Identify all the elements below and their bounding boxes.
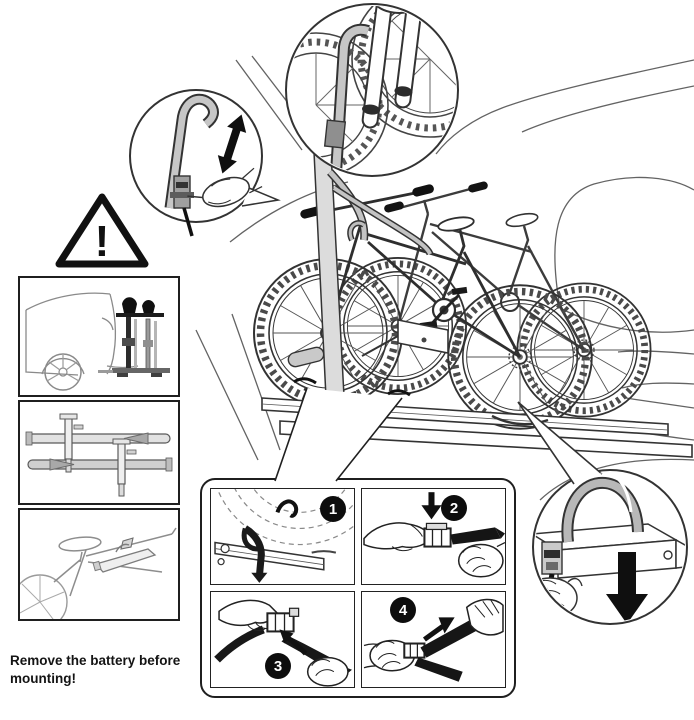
steps-panel-pointer bbox=[274, 387, 403, 482]
pull-strap-tight-icon bbox=[363, 598, 504, 682]
warning-mark: ! bbox=[95, 217, 110, 266]
step-3-cell: 3 bbox=[210, 591, 355, 688]
panel-battery-on-bike bbox=[18, 508, 180, 621]
bike-rear bbox=[330, 181, 651, 417]
left-arrow-icon bbox=[49, 458, 75, 471]
strap-upper bbox=[420, 617, 483, 658]
callout-tail bbox=[517, 401, 603, 485]
panel-rack-rails-top-view bbox=[18, 400, 180, 505]
step-number-badge: 3 bbox=[265, 653, 291, 679]
press-buckle-release-icon bbox=[363, 492, 505, 578]
strap-tail bbox=[214, 625, 265, 663]
down-arrow-icon bbox=[421, 492, 442, 520]
step-number-badge: 1 bbox=[320, 496, 346, 522]
car-outline bbox=[195, 55, 694, 501]
strap-steps-panel: 1 2 bbox=[200, 478, 516, 698]
up-right-arrow-icon bbox=[422, 617, 455, 642]
down-arrow-icon bbox=[606, 552, 648, 622]
curved-up-left-arrow-icon bbox=[279, 629, 308, 656]
hook-on-wheel-icon bbox=[288, 6, 456, 174]
hand-outline bbox=[363, 522, 430, 550]
step-1-cell: 1 bbox=[210, 488, 355, 585]
bike-battery-icon bbox=[20, 527, 177, 619]
strap-through-wheel-tray-icon bbox=[214, 489, 354, 583]
insert-strap-into-buckle-icon bbox=[214, 599, 352, 687]
panel-rack-folded-on-car bbox=[18, 276, 180, 397]
hook-curve bbox=[275, 499, 299, 518]
hand-outline bbox=[187, 167, 263, 208]
rack-rails-clamps-icon bbox=[25, 413, 173, 497]
hand-outline bbox=[535, 577, 583, 619]
strap bbox=[450, 527, 501, 545]
car-rear-with-folded-rack-icon bbox=[25, 292, 170, 391]
strap-lower bbox=[414, 657, 463, 682]
step-number-badge: 2 bbox=[441, 495, 467, 521]
callout-strap-hitch bbox=[517, 401, 688, 625]
warning-triangle-icon: ! bbox=[55, 193, 149, 268]
battery-note: Remove the battery before mounting! bbox=[10, 653, 181, 687]
callout-frame-hook bbox=[285, 3, 459, 177]
step-4-cell: 4 bbox=[361, 591, 506, 688]
fist-outline bbox=[306, 656, 349, 687]
right-arrow-icon bbox=[123, 432, 149, 445]
fist-outline bbox=[457, 543, 504, 578]
callout-hook-adjustment bbox=[129, 89, 281, 237]
hook-clamp bbox=[170, 175, 194, 237]
double-headed-arrow-icon bbox=[217, 114, 247, 174]
step-number-badge: 4 bbox=[390, 597, 416, 623]
step-2-cell: 2 bbox=[361, 488, 506, 585]
